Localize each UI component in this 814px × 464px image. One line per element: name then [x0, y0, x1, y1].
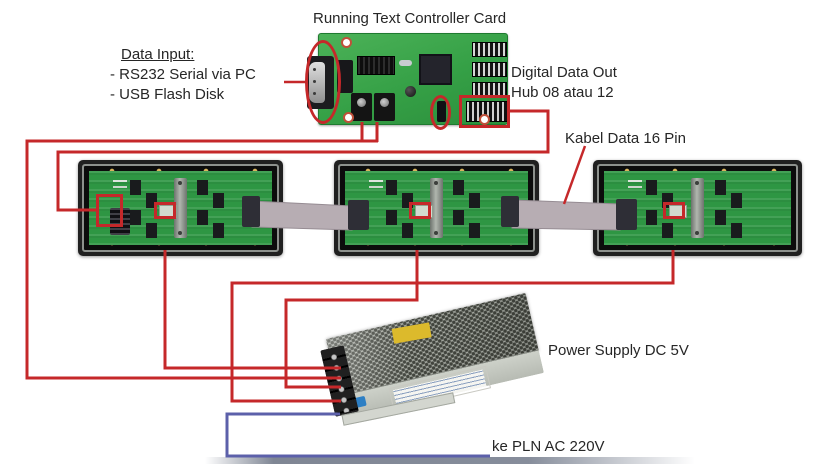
highlight-rect-panel1-connector [96, 194, 123, 227]
data-input-label: Data Input: - RS232 Serial via PC - USB … [110, 45, 256, 105]
ribbon-connector [242, 196, 260, 227]
photo-bottom-edge [205, 457, 695, 464]
led-panel-1 [78, 160, 283, 256]
data-input-item-rs232: - RS232 Serial via PC [110, 66, 256, 83]
ac-source-label: ke PLN AC 220V [492, 438, 605, 455]
mount-hole [479, 114, 490, 125]
capacitor [405, 86, 416, 97]
wire-hub-to-panel1-data [56, 109, 550, 212]
digital-data-out-label: Digital Data Out Hub 08 atau 12 [511, 63, 617, 103]
diagram-title: Running Text Controller Card [313, 10, 507, 27]
ribbon-connector [501, 196, 519, 227]
main-chip [419, 54, 452, 85]
panel-pcb [345, 171, 528, 245]
panel-bracket [690, 178, 704, 238]
highlight-rect-panel2-chip [409, 202, 431, 219]
digital-data-out-line1: Digital Data Out [511, 64, 617, 81]
highlight-rect-panel3-chip [663, 202, 685, 219]
panel-pcb [89, 171, 272, 245]
wire-panel3-power [230, 250, 675, 403]
power-supply-label: Power Supply DC 5V [548, 342, 689, 359]
mount-hole [343, 112, 354, 123]
ribbon-connector [616, 199, 637, 230]
data-input-item-usb: - USB Flash Disk [110, 86, 225, 103]
panel-bracket [429, 178, 443, 238]
mount-hole [341, 37, 352, 48]
power-terminal-block [351, 93, 395, 121]
wire-controller-to-psu [25, 139, 378, 380]
ic-socket [357, 56, 395, 75]
panel-bracket [173, 178, 187, 238]
highlight-ellipse-jumper [430, 95, 451, 130]
highlight-ellipse-db9 [305, 40, 341, 124]
wire-panel1-power [163, 250, 341, 370]
pin-header-1 [472, 42, 507, 57]
highlight-rect-hub [459, 95, 510, 128]
cable-label: Kabel Data 16 Pin [565, 130, 686, 147]
wire-panel2-power [284, 250, 419, 389]
ribbon-connector [348, 200, 369, 230]
led-panel-2 [334, 160, 539, 256]
relay-component [337, 60, 353, 93]
data-input-heading: Data Input: [121, 46, 195, 63]
crystal-oscillator [399, 60, 412, 66]
pointer-cable-label [562, 145, 587, 205]
highlight-rect-panel1-chip [154, 202, 176, 219]
wire-ac-input [225, 412, 490, 458]
pin-header-2 [472, 62, 507, 77]
digital-data-out-line2: Hub 08 atau 12 [511, 84, 614, 101]
hub-output-connector [466, 101, 508, 122]
